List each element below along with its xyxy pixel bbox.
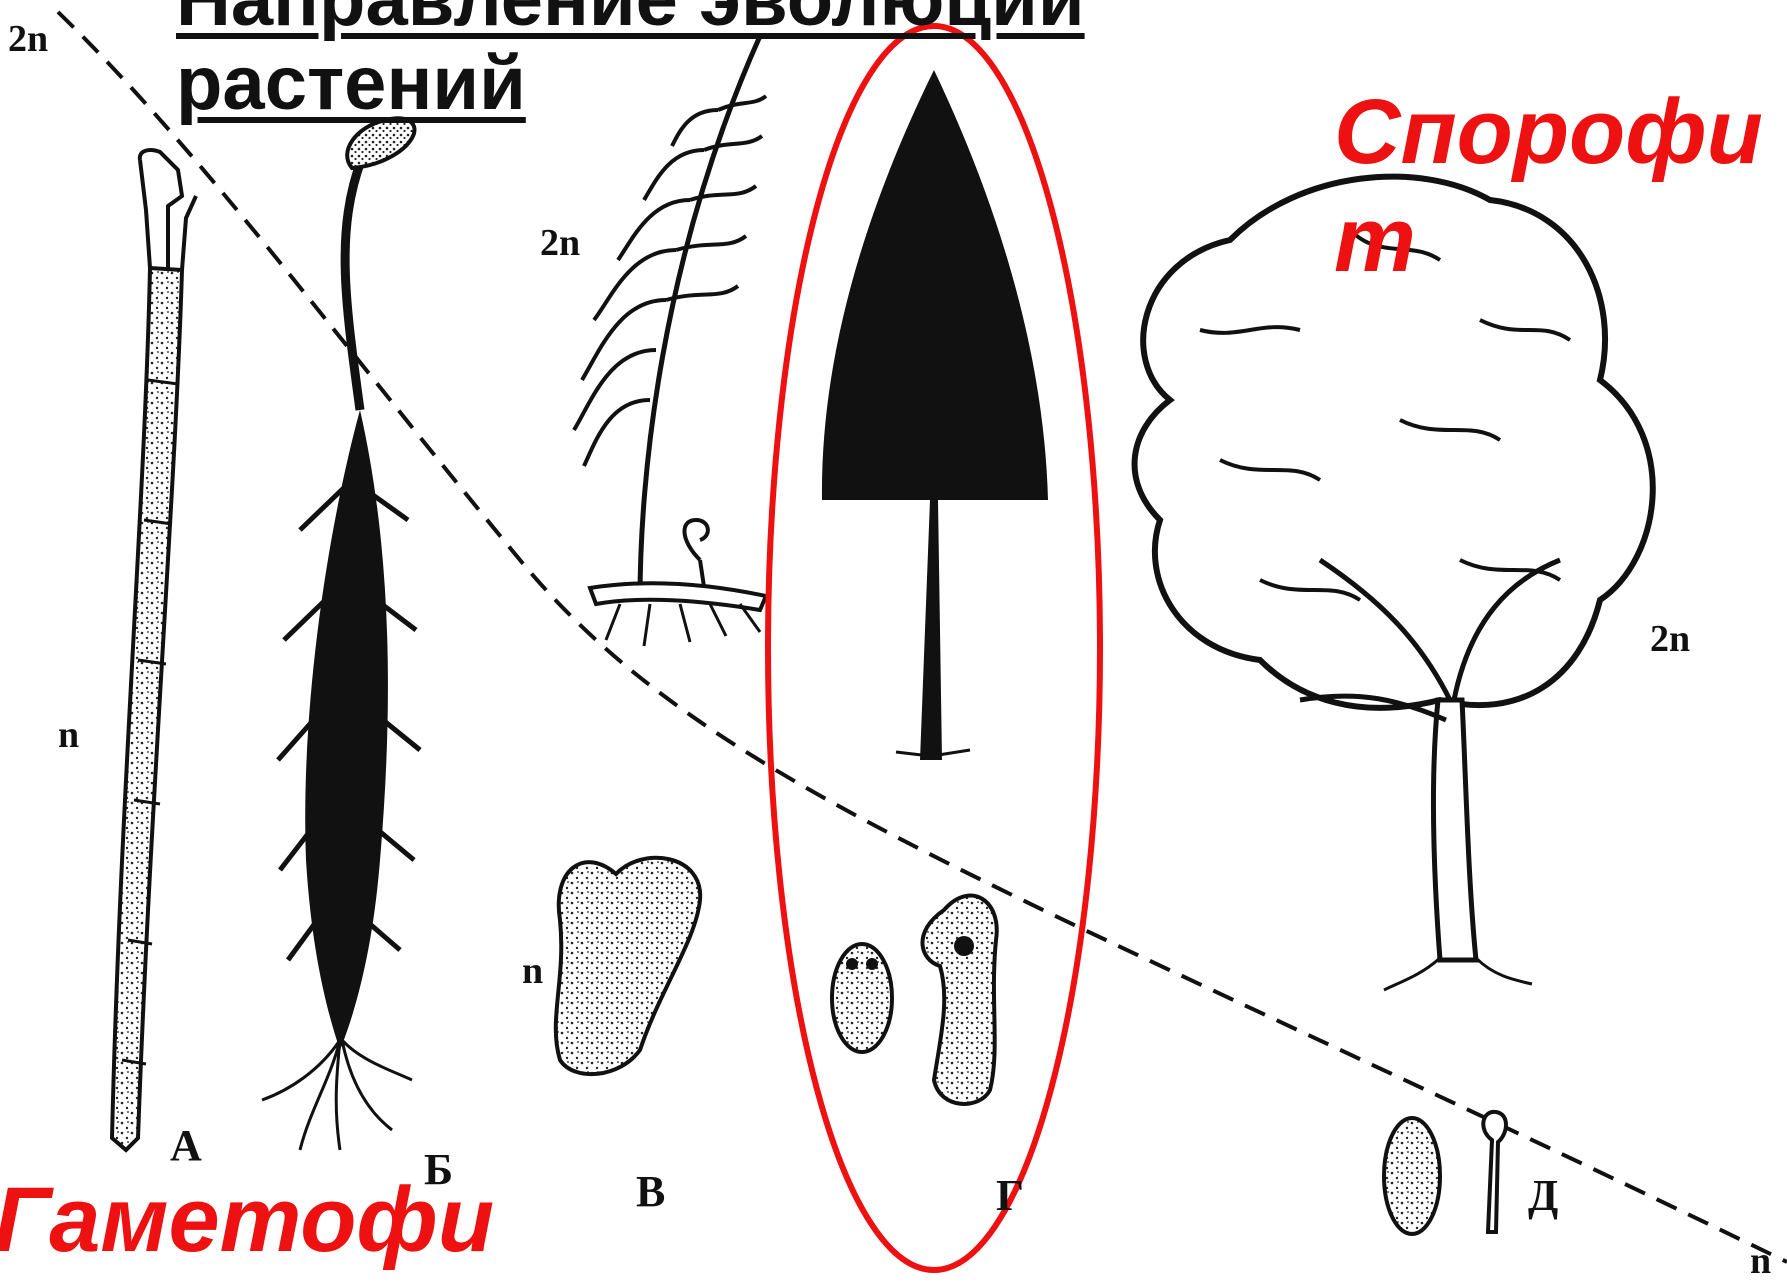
stage-letter-b: Б: [424, 1148, 453, 1192]
ploidy-label-2n-tree: 2n: [1650, 620, 1690, 658]
conifer-tree-icon: [822, 70, 1048, 760]
seed-embryo-sac-icon: [1384, 1112, 1506, 1234]
stage-letter-a: А: [170, 1124, 202, 1168]
stage-letter-d: Д: [1528, 1174, 1558, 1218]
pollen-grain-icon: [832, 896, 997, 1104]
ploidy-label-2n-fern: 2n: [540, 224, 580, 262]
deciduous-tree-icon: [1135, 177, 1653, 990]
page-title-line-1: Направление эволюции: [176, 0, 1085, 38]
stage-letter-v: В: [636, 1170, 665, 1214]
fern-prothallus-icon: [556, 858, 700, 1074]
ploidy-label-n-algae: n: [58, 716, 79, 754]
sporophyte-label-line-1: Спорофи: [1334, 86, 1763, 178]
sporophyte-label-line-2: т: [1334, 194, 1416, 286]
stage-letter-g: Г: [996, 1174, 1024, 1218]
ploidy-label-n-bottom-right: n: [1750, 1242, 1771, 1280]
fern-frond-icon: [574, 36, 766, 646]
moss-plant-icon: [262, 118, 420, 1150]
ploidy-label-n-prothallus: n: [522, 952, 543, 990]
ploidy-label-2n-top-left: 2n: [8, 20, 48, 58]
page-title-line-2: растений: [176, 46, 526, 122]
algae-filament-icon: [112, 150, 196, 1150]
gametophyte-label: Гаметофи: [0, 1174, 494, 1266]
